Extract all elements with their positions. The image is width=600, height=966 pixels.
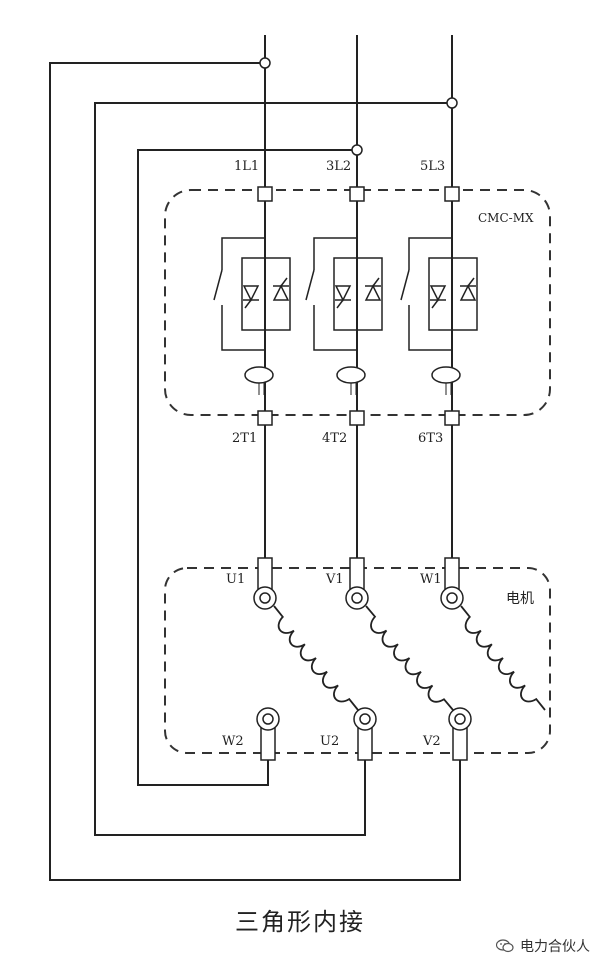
bypass-switch-1	[213, 269, 223, 301]
motor-terminal-U2: U2	[320, 734, 340, 749]
thyristor-box-1	[241, 257, 291, 331]
bypass-bottom-1	[221, 305, 265, 351]
watermark: 电力合伙人	[496, 936, 590, 956]
motor-terminal-U1: U1	[226, 572, 246, 587]
thyristor-right-3	[459, 284, 477, 301]
terminal-label-4T2: 4T2	[322, 431, 348, 446]
ct-1	[244, 366, 274, 384]
wechat-icon	[496, 939, 514, 953]
motor-terminal-W1: W1	[420, 572, 442, 587]
bypass-top-3	[408, 237, 452, 270]
winding-3	[460, 605, 546, 711]
bypass-switch-3	[400, 269, 410, 301]
bypass-top-2	[313, 237, 357, 270]
motor-terminal-V1: V1	[326, 572, 344, 587]
loop-middle	[94, 102, 452, 836]
thyristor-left-3	[429, 285, 447, 302]
thyristor-box-3	[428, 257, 478, 331]
ct-2	[336, 366, 366, 384]
terminal-label-5L3: 5L3	[420, 159, 446, 174]
watermark-text: 电力合伙人	[520, 939, 590, 955]
loop-outer	[49, 62, 461, 881]
thyristor-right-1	[272, 284, 290, 301]
thyristor-left-2	[334, 285, 352, 302]
bypass-bottom-3	[408, 305, 452, 351]
motor-terminal-W2: W2	[222, 734, 244, 749]
terminal-label-3L2: 3L2	[326, 159, 352, 174]
bypass-switch-2	[305, 269, 315, 301]
motor-terminal-V2: V2	[423, 734, 441, 749]
winding-1	[273, 605, 359, 711]
loop-inner	[137, 149, 357, 786]
bypass-top-1	[221, 237, 265, 270]
ct-3	[431, 366, 461, 384]
terminal-label-2T1: 2T1	[232, 431, 258, 446]
thyristor-right-2	[364, 284, 382, 301]
bypass-bottom-2	[313, 305, 357, 351]
terminal-label-1L1: 1L1	[234, 159, 260, 174]
junction-dot-2	[351, 144, 363, 156]
thyristor-left-1	[242, 285, 260, 302]
thyristor-box-2	[333, 257, 383, 331]
junction-dot-3	[446, 97, 458, 109]
terminal-label-6T3: 6T3	[418, 431, 444, 446]
winding-2	[365, 605, 454, 711]
junction-dot-1	[259, 57, 271, 69]
motor-label: 电机	[506, 591, 534, 607]
diagram-caption: 三角形内接	[235, 908, 365, 936]
controller-label: CMC-MX	[478, 211, 534, 225]
